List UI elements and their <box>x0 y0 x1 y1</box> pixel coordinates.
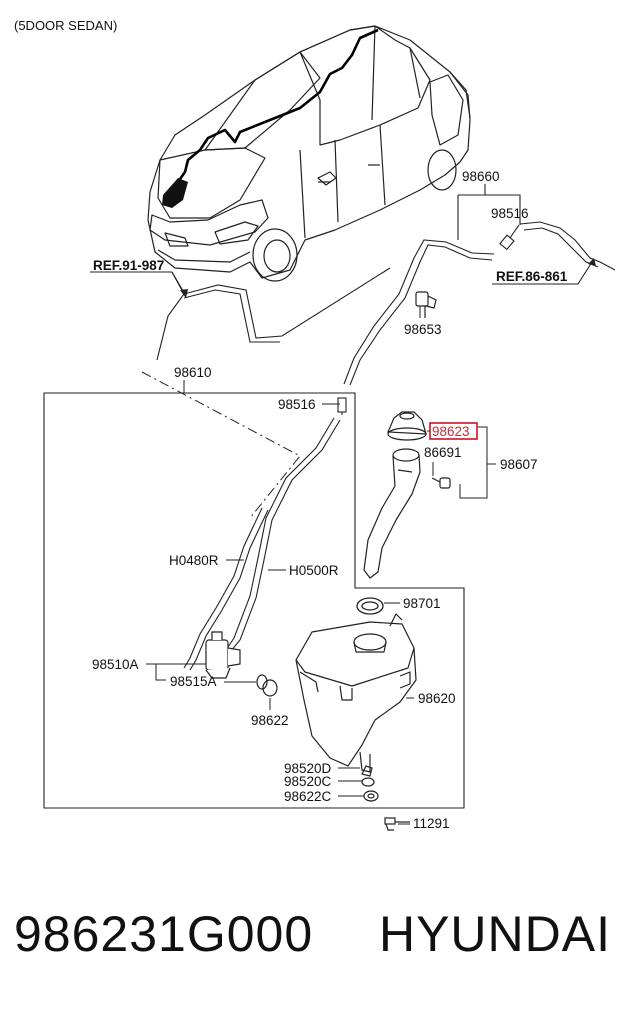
parts-diagram: (5DOOR SEDAN) <box>14 18 616 831</box>
fitting-98520D <box>361 765 373 777</box>
grommet-98622-left <box>256 674 278 697</box>
assembly-box <box>43 392 465 809</box>
leader-lines <box>146 306 496 825</box>
label-11291: 11291 <box>413 816 450 831</box>
label-98623: 98623 <box>432 424 470 439</box>
label-98510A: 98510A <box>92 657 139 672</box>
ref-left-arrowhead <box>180 289 188 298</box>
washer-pump-98510A <box>205 631 241 679</box>
label-98622-left: 98622 <box>251 713 289 728</box>
ref-right-arrowhead <box>588 258 596 266</box>
ref-86-861-label: REF.86-861 <box>496 269 568 284</box>
clip-98653 <box>415 291 437 318</box>
label-98610: 98610 <box>174 365 212 380</box>
cap-98623 <box>387 411 427 441</box>
fitting-98520C <box>361 777 375 787</box>
label-98653: 98653 <box>404 322 442 337</box>
seal-98701 <box>356 597 384 615</box>
label-H0480R: H0480R <box>169 553 219 568</box>
label-98520D: 98520D <box>284 761 332 776</box>
brand-name: HYUNDAI <box>378 906 611 962</box>
grommet-98622C <box>363 790 379 802</box>
label-98516-mid: 98516 <box>278 397 316 412</box>
filler-neck-98607 <box>363 448 421 579</box>
label-98622C: 98622C <box>284 789 332 804</box>
washer-reservoir-on-car <box>162 178 188 208</box>
label-98516-top: 98516 <box>491 206 529 221</box>
bolt-11291 <box>384 817 410 831</box>
label-86691: 86691 <box>424 445 462 460</box>
label-98520C: 98520C <box>284 774 332 789</box>
ref-91-987-label: REF.91-987 <box>93 258 164 273</box>
inner-hoses <box>183 397 347 671</box>
label-98660: 98660 <box>462 169 500 184</box>
variant-label: (5DOOR SEDAN) <box>14 18 117 33</box>
upper-hose-lines <box>90 184 616 386</box>
car-hose-route <box>176 28 379 183</box>
car-illustration <box>147 25 471 282</box>
label-H0500R: H0500R <box>289 563 339 578</box>
highlight-box-98623 <box>429 422 478 440</box>
reservoir-98620 <box>295 613 417 773</box>
dashdot-route <box>141 371 301 519</box>
label-98620: 98620 <box>418 691 456 706</box>
part-number: 986231G000 <box>14 906 314 962</box>
screw-86691 <box>431 477 451 489</box>
label-98607: 98607 <box>500 457 538 472</box>
label-98515A: 98515A <box>170 674 217 689</box>
footer: 986231G000 HYUNDAI <box>0 905 627 975</box>
label-98701: 98701 <box>403 596 441 611</box>
